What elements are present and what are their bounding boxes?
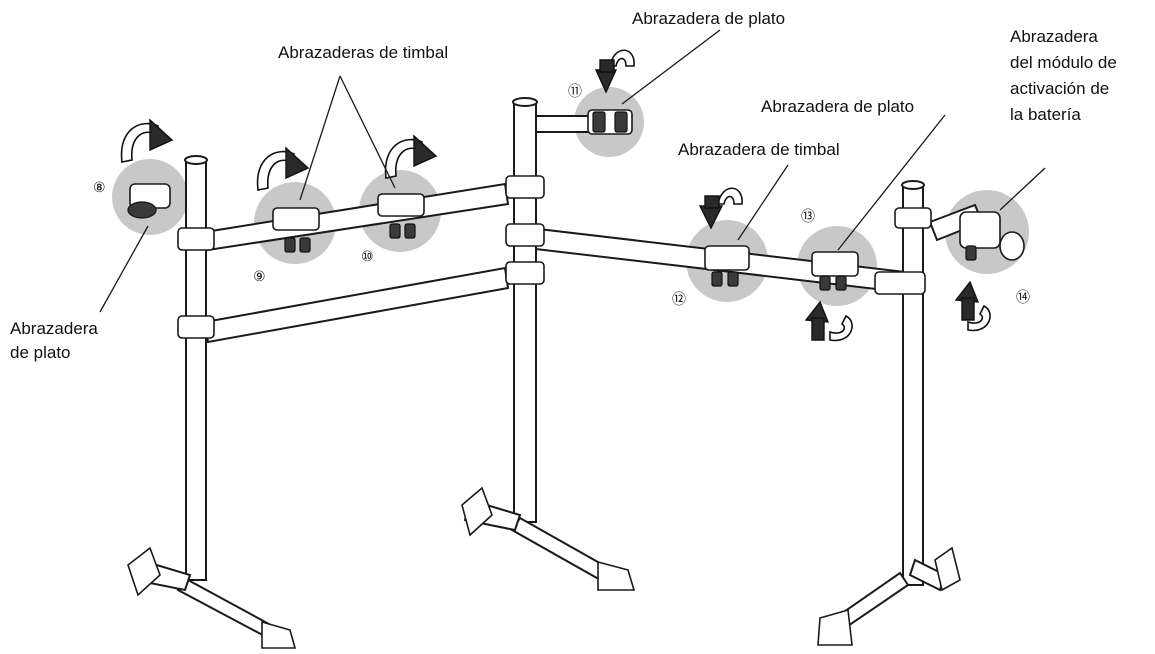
label-tom-clamp-right: Abrazadera de timbal	[678, 140, 840, 159]
center-post-clamp-1	[505, 175, 545, 199]
leader-tom-clamps-a	[299, 75, 341, 201]
step-number-12: ⑫	[672, 292, 686, 308]
center-post-tube	[513, 101, 537, 523]
left-post-tube	[185, 159, 207, 581]
left-post-cap	[184, 155, 208, 165]
label-tom-clamps: Abrazaderas de timbal	[278, 43, 448, 62]
clamp-10-body	[377, 193, 425, 217]
leader-cymbal-clamp-top	[621, 29, 721, 105]
label-module-clamp-1: Abrazadera	[1010, 27, 1098, 46]
right-leg-back	[908, 558, 947, 592]
rotation-arrow-9	[256, 146, 310, 191]
label-module-clamp-2: del módulo de	[1010, 53, 1117, 72]
left-foot-back	[127, 546, 161, 597]
rotation-arrows	[120, 49, 991, 342]
clamp-13-knob-b	[835, 275, 847, 291]
left-foot-front	[261, 620, 297, 649]
clamp-12-knob-a	[711, 271, 723, 287]
label-cymbal-clamp-right: Abrazadera de plato	[761, 97, 914, 116]
clamp-12-knob-b	[727, 271, 739, 287]
right-foot-front	[817, 608, 853, 646]
step-numbers: ⑧ ⑨ ⑩ ⑪ ⑫ ⑬ ⑭	[93, 84, 1030, 308]
clamp-12-body	[704, 245, 750, 271]
clamp-10-knob-a	[389, 223, 401, 239]
label-module-clamp-4: la batería	[1010, 105, 1081, 124]
clamp-parts	[127, 109, 1025, 291]
rotation-arrow-11	[594, 49, 635, 94]
step-number-13: ⑬	[801, 209, 815, 225]
clamp-14-body	[959, 211, 1001, 249]
center-post	[461, 97, 636, 591]
clamp-9-knob-a	[284, 237, 296, 253]
leader-cymbal-clamp-left	[99, 225, 149, 313]
step-number-8: ⑧	[93, 180, 106, 196]
left-post	[127, 155, 297, 649]
rotation-arrow-10	[384, 134, 438, 179]
center-foot-front	[597, 560, 636, 591]
rotation-arrow-12	[698, 187, 743, 230]
left-post-clamp-2	[177, 315, 215, 339]
leader-lines	[99, 29, 1046, 313]
rotation-arrow-8	[120, 118, 174, 163]
upper-left-bar	[203, 182, 510, 252]
clamp-13-body	[811, 251, 859, 277]
center-post-clamp-2	[505, 223, 545, 247]
leader-tom-clamp-right	[737, 164, 789, 241]
rotation-arrow-14	[954, 280, 991, 332]
center-foot-back	[461, 486, 493, 537]
leader-tom-clamps-b	[339, 75, 396, 189]
step-number-9: ⑨	[253, 269, 266, 285]
label-module-clamp-3: activación de	[1010, 79, 1109, 98]
right-post-tube	[902, 184, 924, 586]
clamp-13-knob-a	[819, 275, 831, 291]
center-post-cap	[512, 97, 538, 107]
label-cymbal-clamp-top: Abrazadera de plato	[632, 9, 785, 28]
right-post-cap	[901, 180, 925, 190]
label-cymbal-clamp-left-1: Abrazadera	[10, 319, 98, 338]
leader-module-clamp	[999, 167, 1046, 211]
center-post-clamp-3	[505, 261, 545, 285]
clamp-9-body	[272, 207, 320, 231]
clamp-11-knob-b	[614, 111, 628, 133]
clamp-8-tube-end	[127, 201, 157, 219]
right-post-clamp-1	[894, 207, 932, 229]
step-number-10: ⑩	[361, 249, 374, 265]
right-post	[817, 180, 961, 646]
lower-left-bar	[203, 266, 510, 344]
clamp-10-knob-b	[404, 223, 416, 239]
right-post-clamp-2	[874, 271, 926, 295]
center-leg-front	[510, 516, 614, 584]
left-post-clamp-1	[177, 227, 215, 251]
callout-labels: Abrazadera de plato Abrazaderas de timba…	[10, 9, 1117, 362]
step-number-14: ⑭	[1016, 290, 1030, 306]
step-number-11: ⑪	[568, 84, 582, 100]
clamp-14-knob	[965, 245, 977, 261]
label-cymbal-clamp-left-2: de plato	[10, 343, 71, 362]
leader-cymbal-clamp-right	[837, 114, 946, 251]
right-foot-back	[934, 546, 961, 592]
rotation-arrow-13	[804, 300, 853, 342]
clamp-11-knob-a	[592, 111, 606, 133]
clamp-9-knob-b	[299, 237, 311, 253]
clamp-14-tube-end	[999, 231, 1025, 261]
